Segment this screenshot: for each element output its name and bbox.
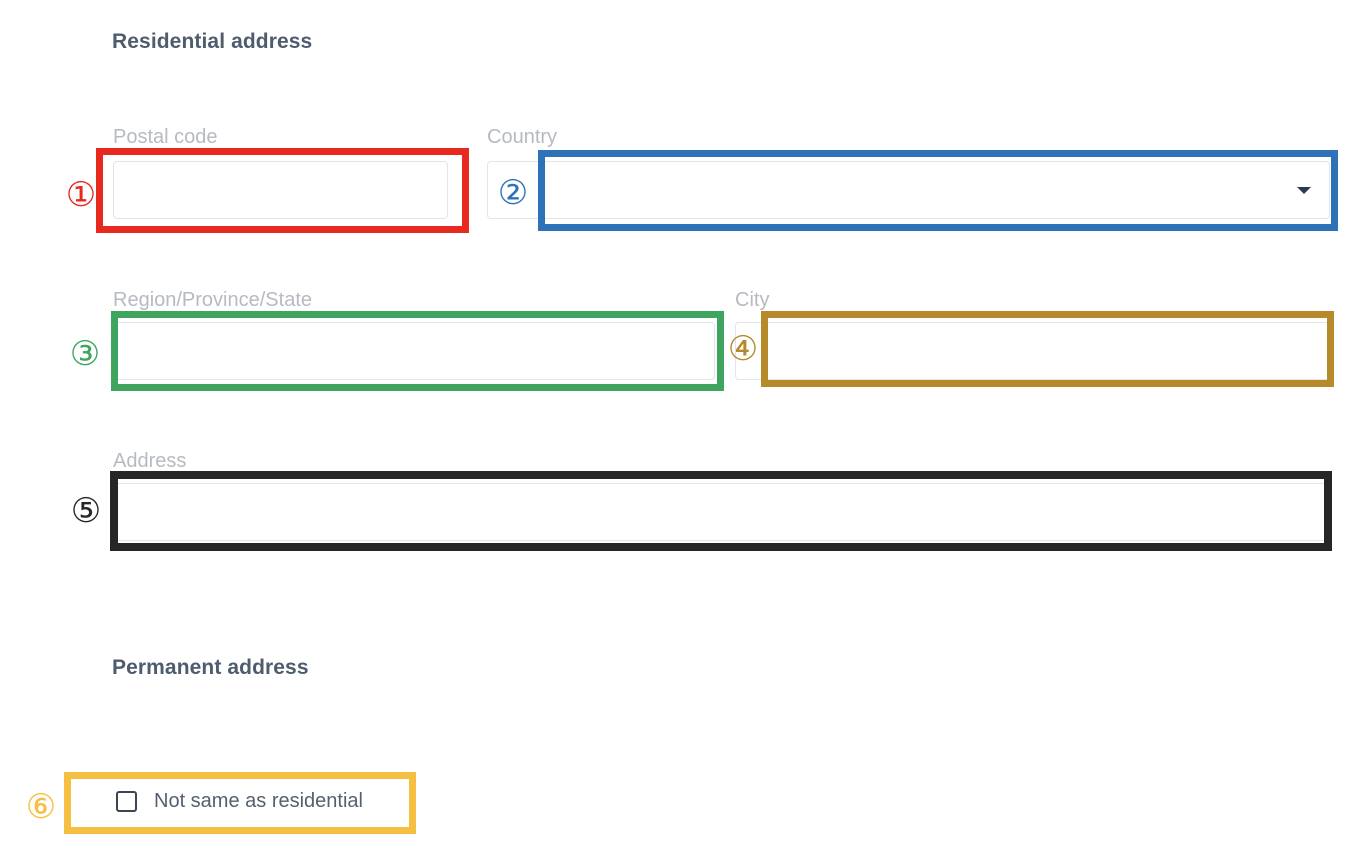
residential-address-heading: Residential address bbox=[112, 30, 313, 53]
address-field[interactable] bbox=[113, 483, 1330, 541]
annotation-marker-3: ③ bbox=[69, 334, 101, 374]
country-select[interactable] bbox=[487, 161, 1330, 219]
annotation-marker-1: ① bbox=[65, 175, 97, 215]
city-label: City bbox=[735, 289, 770, 311]
annotation-marker-4: ④ bbox=[727, 329, 759, 369]
city-field[interactable] bbox=[735, 322, 1330, 380]
address-label: Address bbox=[113, 450, 187, 472]
region-field[interactable] bbox=[113, 322, 715, 380]
annotation-marker-6: ⑥ bbox=[25, 787, 57, 827]
postal-code-field[interactable] bbox=[113, 161, 448, 219]
region-province-state-label: Region/Province/State bbox=[113, 289, 313, 311]
postal-code-label: Postal code bbox=[113, 126, 218, 148]
chevron-down-icon bbox=[1297, 187, 1311, 194]
checkbox-box-icon[interactable] bbox=[116, 791, 137, 812]
not-same-as-residential-label: Not same as residential bbox=[154, 790, 363, 812]
annotation-marker-2: ② bbox=[497, 173, 529, 213]
annotation-marker-5: ⑤ bbox=[70, 491, 102, 531]
permanent-address-heading: Permanent address bbox=[112, 656, 309, 679]
country-label: Country bbox=[487, 126, 558, 148]
not-same-as-residential-checkbox[interactable]: Not same as residential bbox=[116, 790, 363, 813]
